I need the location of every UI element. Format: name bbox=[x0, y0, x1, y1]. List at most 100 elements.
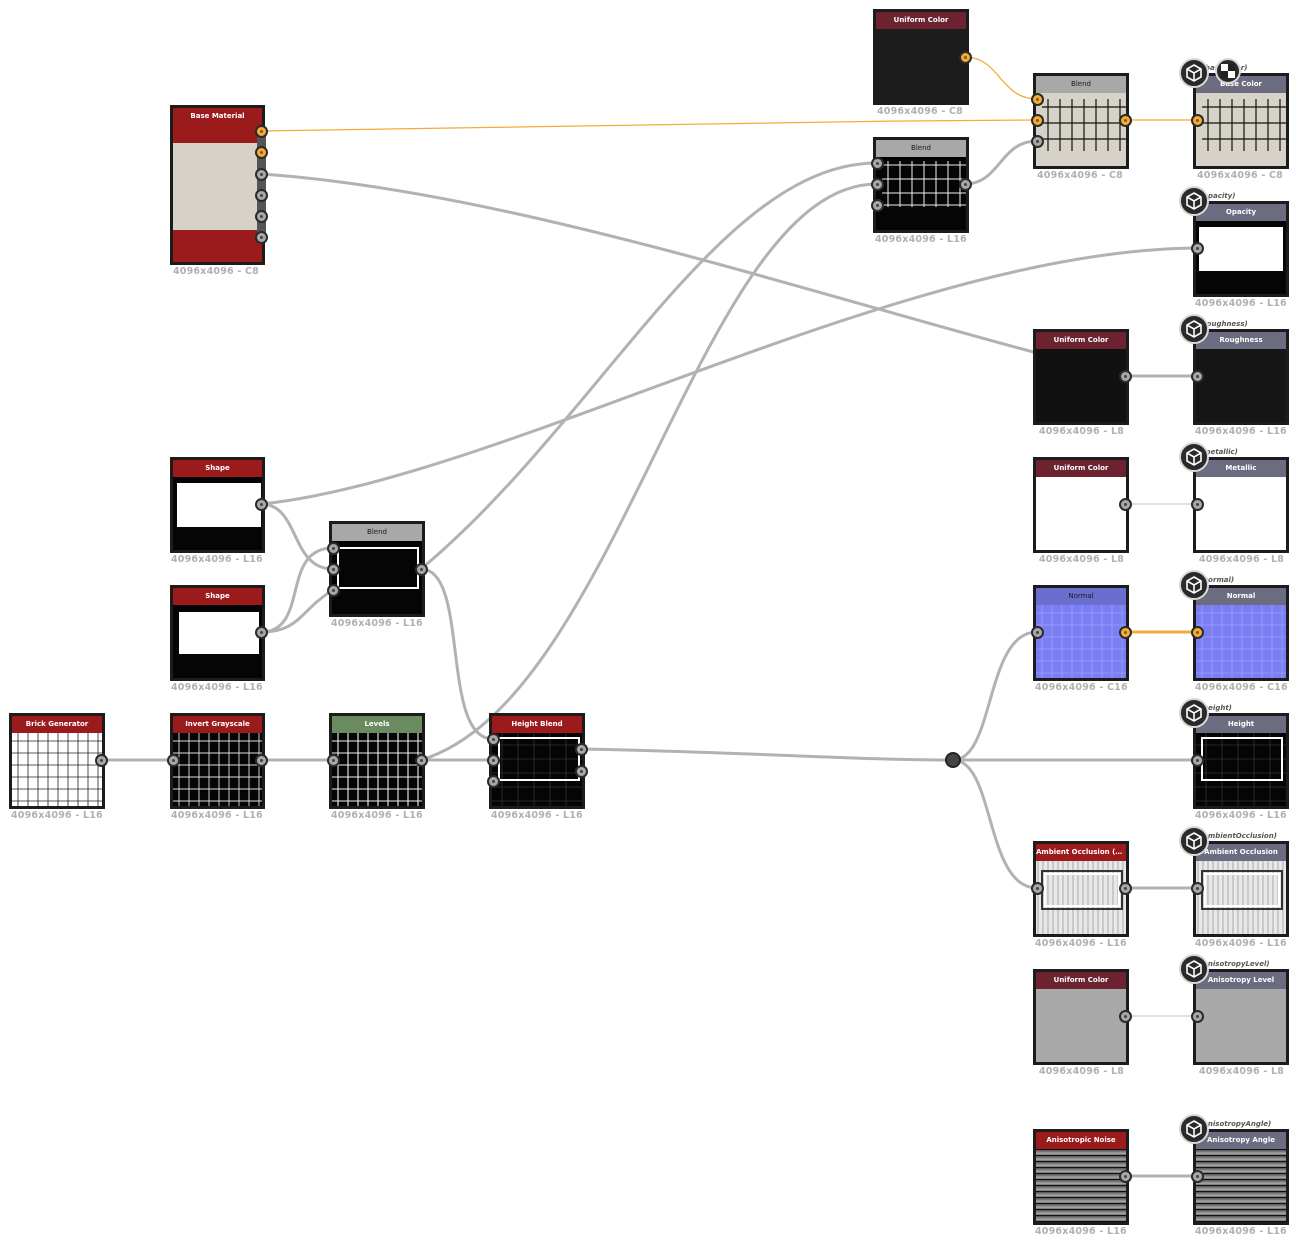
output-height[interactable]: Height bbox=[1193, 713, 1289, 809]
input-port[interactable] bbox=[1191, 242, 1204, 255]
output-anisotropy-level[interactable]: Anisotropy Level bbox=[1193, 969, 1289, 1065]
input-port[interactable] bbox=[487, 733, 500, 746]
output-port[interactable] bbox=[959, 51, 972, 64]
input-port[interactable] bbox=[1031, 93, 1044, 106]
input-port[interactable] bbox=[327, 754, 340, 767]
input-port[interactable] bbox=[327, 563, 340, 576]
output-port[interactable] bbox=[95, 754, 108, 767]
output-cube-icon[interactable] bbox=[1179, 698, 1209, 728]
output-cube-icon[interactable] bbox=[1179, 954, 1209, 984]
base-color-preview bbox=[1196, 93, 1286, 166]
output-cube-icon[interactable] bbox=[1179, 442, 1209, 472]
node-blend-mid[interactable]: Blend bbox=[873, 137, 969, 233]
node-shape-1[interactable]: Shape bbox=[170, 457, 265, 553]
input-port[interactable] bbox=[1191, 114, 1204, 127]
wire-shape2-to-blendleft-c bbox=[260, 588, 334, 634]
node-title: Anisotropy Level bbox=[1196, 972, 1286, 989]
output-port[interactable] bbox=[1119, 882, 1132, 895]
output-port[interactable] bbox=[575, 743, 588, 756]
output-port[interactable] bbox=[255, 168, 268, 181]
input-port[interactable] bbox=[1031, 114, 1044, 127]
input-port[interactable] bbox=[1191, 882, 1204, 895]
output-port[interactable] bbox=[255, 189, 268, 202]
wire-blendmid-to-blendtop bbox=[964, 139, 1038, 186]
input-port[interactable] bbox=[1191, 626, 1204, 639]
output-port[interactable] bbox=[415, 563, 428, 576]
output-cube-icon[interactable] bbox=[1179, 1114, 1209, 1144]
node-shape-2[interactable]: Shape bbox=[170, 585, 265, 681]
input-port[interactable] bbox=[1191, 754, 1204, 767]
output-port[interactable] bbox=[255, 146, 268, 159]
input-port[interactable] bbox=[167, 754, 180, 767]
node-invert-grayscale[interactable]: Invert Grayscale bbox=[170, 713, 265, 809]
output-cube-icon[interactable] bbox=[1179, 58, 1209, 88]
output-base-color[interactable]: Base Color bbox=[1193, 73, 1289, 169]
input-port[interactable] bbox=[1191, 498, 1204, 511]
node-levels[interactable]: Levels bbox=[329, 713, 425, 809]
resolution-label: 4096x4096 - C8 bbox=[1197, 170, 1283, 181]
input-port[interactable] bbox=[487, 775, 500, 788]
node-title: Uniform Color bbox=[1036, 332, 1126, 349]
output-port[interactable] bbox=[1119, 370, 1132, 383]
output-roughness[interactable]: Roughness bbox=[1193, 329, 1289, 425]
input-port[interactable] bbox=[871, 157, 884, 170]
output-anisotropy-angle[interactable]: Anisotropy Angle bbox=[1193, 1129, 1289, 1225]
blend-preview bbox=[1036, 93, 1126, 166]
port-rail bbox=[257, 127, 266, 241]
wire-levels-to-blendmid bbox=[420, 182, 878, 762]
node-uniform-color-metallic[interactable]: Uniform Color bbox=[1033, 457, 1129, 553]
input-port[interactable] bbox=[327, 542, 340, 555]
checker-icon[interactable] bbox=[1215, 58, 1241, 84]
output-port[interactable] bbox=[255, 754, 268, 767]
output-port[interactable] bbox=[575, 765, 588, 778]
input-port[interactable] bbox=[1031, 135, 1044, 148]
node-ambient-occlusion[interactable]: Ambient Occlusion (HB... bbox=[1033, 841, 1129, 937]
input-port[interactable] bbox=[1191, 1170, 1204, 1183]
input-port[interactable] bbox=[1191, 370, 1204, 383]
node-base-material[interactable]: Base Material bbox=[170, 105, 265, 265]
output-port[interactable] bbox=[255, 498, 268, 511]
resolution-label: 4096x4096 - L16 bbox=[171, 810, 263, 821]
output-cube-icon[interactable] bbox=[1179, 186, 1209, 216]
input-port[interactable] bbox=[327, 584, 340, 597]
node-brick-generator[interactable]: Brick Generator bbox=[9, 713, 105, 809]
node-uniform-color-top[interactable]: Uniform Color bbox=[873, 9, 969, 105]
input-port[interactable] bbox=[487, 754, 500, 767]
resolution-label: 4096x4096 - L16 bbox=[875, 234, 967, 245]
input-port[interactable] bbox=[1191, 1010, 1204, 1023]
node-blend-top[interactable]: Blend bbox=[1033, 73, 1129, 169]
output-normal[interactable]: Normal bbox=[1193, 585, 1289, 681]
node-anisotropic-noise[interactable]: Anisotropic Noise bbox=[1033, 1129, 1129, 1225]
grid-preview bbox=[492, 733, 582, 806]
output-ambient-occlusion[interactable]: Ambient Occlusion bbox=[1193, 841, 1289, 937]
node-title: Anisotropy Angle bbox=[1196, 1132, 1286, 1149]
input-port[interactable] bbox=[871, 178, 884, 191]
output-id-label: (anisotropyLevel) bbox=[1200, 960, 1270, 968]
input-port[interactable] bbox=[871, 199, 884, 212]
output-cube-icon[interactable] bbox=[1179, 570, 1209, 600]
output-port[interactable] bbox=[255, 231, 268, 244]
output-port[interactable] bbox=[255, 626, 268, 639]
ao-preview bbox=[1036, 861, 1126, 934]
input-port[interactable] bbox=[1031, 626, 1044, 639]
output-port[interactable] bbox=[255, 125, 268, 138]
shape-preview bbox=[179, 612, 259, 654]
output-cube-icon[interactable] bbox=[1179, 826, 1209, 856]
output-port[interactable] bbox=[255, 210, 268, 223]
node-blend-left[interactable]: Blend bbox=[329, 521, 425, 617]
node-normal[interactable]: Normal bbox=[1033, 585, 1129, 681]
output-port[interactable] bbox=[1119, 498, 1132, 511]
output-port[interactable] bbox=[415, 754, 428, 767]
node-height-blend[interactable]: Height Blend bbox=[489, 713, 585, 809]
node-uniform-color-anisotropy[interactable]: Uniform Color bbox=[1033, 969, 1129, 1065]
output-cube-icon[interactable] bbox=[1179, 314, 1209, 344]
output-metallic[interactable]: Metallic bbox=[1193, 457, 1289, 553]
output-opacity[interactable]: Opacity bbox=[1193, 201, 1289, 297]
input-port[interactable] bbox=[1031, 882, 1044, 895]
output-port[interactable] bbox=[1119, 114, 1132, 127]
output-port[interactable] bbox=[1119, 1170, 1132, 1183]
output-port[interactable] bbox=[959, 178, 972, 191]
output-port[interactable] bbox=[1119, 626, 1132, 639]
output-port[interactable] bbox=[1119, 1010, 1132, 1023]
node-uniform-color-roughness[interactable]: Uniform Color bbox=[1033, 329, 1129, 425]
